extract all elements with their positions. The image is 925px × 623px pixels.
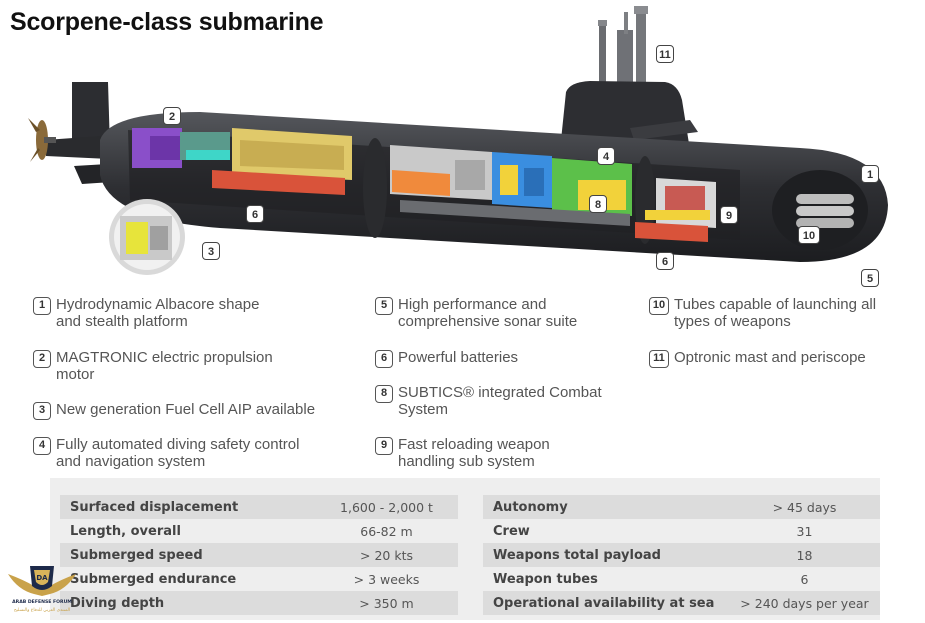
legend-text-line: New generation Fuel Cell AIP available [56,401,316,418]
spec-label: Submerged speed [60,543,315,567]
legend-text-line: Hydrodynamic Albacore shape [56,296,260,313]
propeller-icon [28,118,56,162]
table-row: Surfaced displacement 1,600 - 2,000 t [60,495,458,519]
callout-8: 8 [589,195,607,213]
spec-label: Surfaced displacement [60,495,315,519]
rudder-upper [72,82,110,148]
legend-number: 10 [649,297,669,315]
legend-number: 11 [649,350,669,368]
legend-text-line: Optronic mast and periscope [674,349,866,366]
spec-value: 6 [800,571,809,587]
table-row: Operational availability at sea > 240 da… [483,591,880,615]
torpedo-tubes [772,170,868,250]
legend-number: 8 [375,385,393,403]
page-title: Scorpene-class submarine [10,8,324,36]
callout-5: 5 [861,269,879,287]
spec-label: Weapons total payload [483,543,729,567]
spec-value: 66-82 m [360,523,413,539]
legend-text-line: comprehensive sonar suite [398,313,578,330]
callout-4: 4 [597,147,615,165]
legend-text-line: Powerful batteries [398,349,519,366]
spec-label: Weapon tubes [493,571,598,587]
callout-11: 11 [656,45,674,63]
spec-value: > 240 days per year [729,591,880,615]
legend-number: 9 [375,437,393,455]
arab-defense-forum-logo: DA ARAB DEFENSE FORUM المنتدى العربي للد… [4,560,80,618]
logo-line2: المنتدى العربي للدفاع والتسليح [14,608,70,613]
legend-text-line: and navigation system [56,453,206,470]
callout-6-fwd: 6 [656,252,674,270]
eagle-shield-icon: DA ARAB DEFENSE FORUM المنتدى العربي للد… [8,566,76,613]
legend-text-line: and stealth platform [56,313,188,330]
legend-item-11: 11 Optronic mast and periscope [649,349,866,368]
legend-text-line: types of weapons [674,313,791,330]
legend-number: 5 [375,297,393,315]
table-row: Diving depth > 350 m [60,591,458,615]
spec-value: 18 [729,543,880,567]
spec-value: 31 [796,523,813,539]
table-row: Weapons total payload 18 [483,543,880,567]
legend-text-line: motor [56,366,95,383]
submarine-cutaway-graphic [28,6,888,275]
spec-value: 1,600 - 2,000 t [315,495,458,519]
legend-text-line: Fast reloading weapon [398,436,550,453]
callout-2: 2 [163,107,181,125]
legend-text-line: Fully automated diving safety control [56,436,300,453]
callout-3: 3 [202,242,220,260]
legend-number: 4 [33,437,51,455]
table-row: Length, overall 66-82 m [60,519,458,543]
spec-label: Length, overall [70,523,181,539]
spec-value: > 20 kts [315,543,458,567]
logo-line1: ARAB DEFENSE FORUM [12,599,72,605]
legend-number: 3 [33,402,51,420]
table-row: Autonomy > 45 days [483,495,880,519]
table-row: Crew 31 [483,519,880,543]
submarine-illustration: 11 2 4 1 8 6 9 10 3 6 5 [0,0,925,290]
legend-text-line: System [398,401,449,418]
legend-text-line: handling sub system [398,453,535,470]
spec-value: > 3 weeks [353,571,420,587]
legend-item-6: 6 Powerful batteries [375,349,518,368]
table-row: Submerged endurance > 3 weeks [60,567,458,591]
spec-value: > 45 days [729,495,880,519]
table-row: Weapon tubes 6 [483,567,880,591]
logo-brand: DA [36,574,48,582]
legend-number: 6 [375,350,393,368]
spec-label: Diving depth [60,591,315,615]
legend-text-line: SUBTICS® integrated Combat [398,384,602,401]
specs-table-right: Autonomy > 45 days Crew 31 Weapons total… [483,495,880,615]
legend-number: 2 [33,350,51,368]
legend-text-line: High performance and [398,296,547,313]
callout-10: 10 [798,226,820,244]
callout-1: 1 [861,165,879,183]
optronic-masts [598,6,648,88]
spec-value: > 350 m [315,591,458,615]
legend-item-3: 3 New generation Fuel Cell AIP available [33,401,315,420]
callout-6-aft: 6 [246,205,264,223]
battery-forward [635,222,708,242]
spec-label: Submerged endurance [70,571,237,587]
aip-inset [109,199,185,275]
spec-label: Crew [493,523,530,539]
legend-number: 1 [33,297,51,315]
specs-panel: Surfaced displacement 1,600 - 2,000 t Le… [50,478,880,620]
spec-label: Autonomy [483,495,729,519]
legend-text-line: Tubes capable of launching all [674,296,877,313]
specs-table-left: Surfaced displacement 1,600 - 2,000 t Le… [60,495,458,615]
table-row: Submerged speed > 20 kts [60,543,458,567]
battery-aft [212,170,345,195]
spec-label: Operational availability at sea [483,591,729,615]
callout-9: 9 [720,206,738,224]
legend-text-line: MAGTRONIC electric propulsion [56,349,273,366]
